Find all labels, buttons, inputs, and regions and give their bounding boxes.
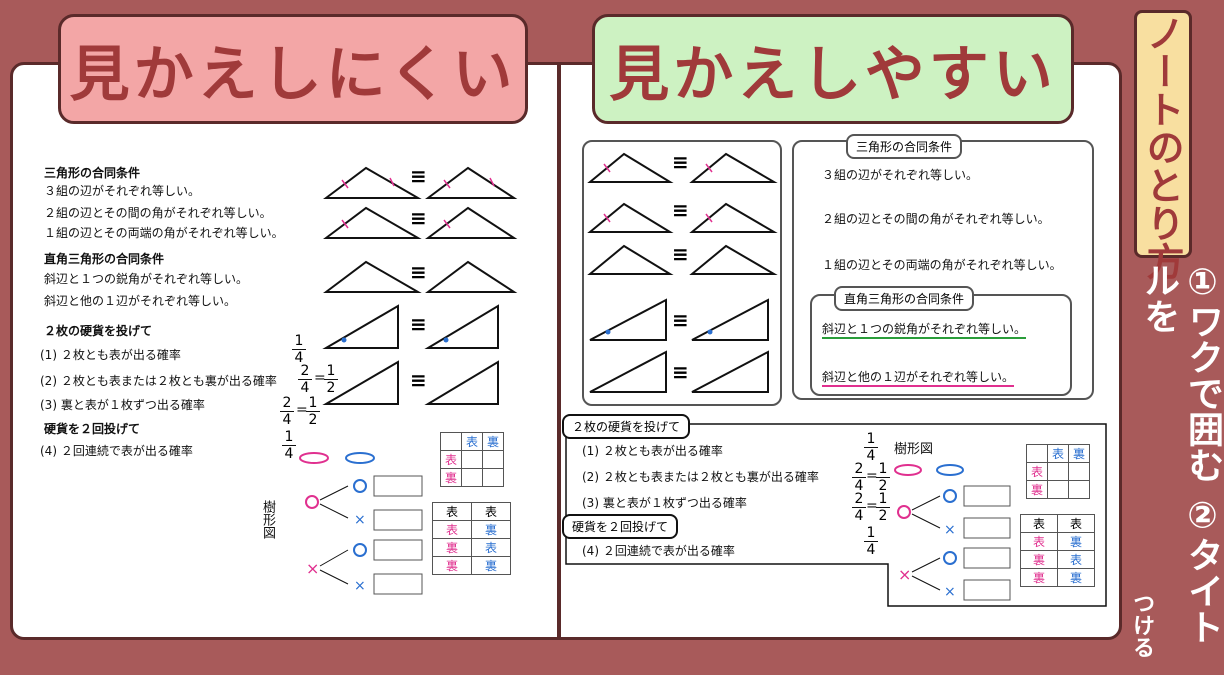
good-example-title: 見かえしやすい [592, 14, 1074, 124]
triangle-pairs-right [587, 152, 778, 393]
coins-item: (1) ２枚とも表が出る確率 [582, 444, 723, 458]
congruent-symbol: ≡ [672, 198, 689, 222]
coins-label: ２枚の硬貨を投げて [562, 414, 691, 439]
congruence-item: ３組の辺がそれぞれ等しい。 [822, 168, 979, 182]
svg-text:×: × [306, 559, 319, 578]
right-congruence-title: 直角三角形の合同条件 [44, 252, 165, 266]
congruence-item: １組の辺とその両端の角がそれぞれ等しい。 [822, 258, 1062, 272]
congruence-label: 三角形の合同条件 [846, 134, 963, 159]
side-tab [1134, 10, 1192, 258]
tree-diagram-left: × × × [299, 452, 423, 595]
congruent-symbol: ≡ [410, 260, 427, 284]
right-congruence-item: 斜辺と１つの鋭角がそれぞれ等しい。 [822, 320, 1027, 339]
svg-text:×: × [944, 522, 956, 538]
right-congruence-item: 斜辺と他の１辺がそれぞれ等しい。 [822, 368, 1015, 387]
congruent-symbol: ≡ [410, 368, 427, 392]
right-congruence-frame [810, 294, 1072, 396]
coin-table-large: 表表 表裏 裏表 裏裏 [1020, 514, 1095, 587]
congruent-symbol: ≡ [410, 312, 427, 336]
coins-title: ２枚の硬貨を投げて [44, 324, 153, 338]
coins-item: (4) ２回連続で表が出る確率 [40, 444, 193, 458]
right-congruence-item: 斜辺と他の１辺がそれぞれ等しい。 [44, 294, 237, 308]
triangle-pairs-left [322, 166, 518, 405]
congruent-symbol: ≡ [672, 150, 689, 174]
right-congruence-label: 直角三角形の合同条件 [834, 286, 975, 311]
right-congruence-item: 斜辺と１つの鋭角がそれぞれ等しい。 [44, 272, 249, 286]
coins-frame [565, 423, 1107, 607]
congruent-symbol: ≡ [410, 164, 427, 188]
side-title: ノートのとり方 [1140, 14, 1184, 280]
congruence-item: １組の辺とその両端の角がそれぞれ等しい。 [44, 226, 284, 240]
coins-label-2: 硬貨を２回投げて [562, 514, 679, 539]
congruent-symbol: ≡ [410, 206, 427, 230]
congruent-symbol: ≡ [672, 308, 689, 332]
coins-item: (4) ２回連続で表が出る確率 [582, 544, 735, 558]
svg-text:×: × [944, 584, 956, 600]
congruence-item: ３組の辺がそれぞれ等しい。 [44, 184, 201, 198]
congruence-item: ２組の辺とその間の角がそれぞれ等しい。 [822, 212, 1050, 226]
svg-text:×: × [898, 565, 911, 584]
side-subtitle: ①ワクで囲む ②タイトルを [1138, 262, 1223, 645]
side-subtitle-end: つける [1129, 592, 1154, 658]
congruent-symbol: ≡ [672, 360, 689, 384]
bad-example-title: 見かえしにくい [58, 14, 528, 124]
coins-item: (2) ２枚とも表または２枚とも裏が出る確率 [582, 470, 819, 484]
svg-text:×: × [354, 512, 366, 528]
svg-text:×: × [354, 578, 366, 594]
coins-item: (2) ２枚とも表または２枚とも裏が出る確率 [40, 374, 277, 388]
tree-label: 樹形図 [260, 500, 275, 539]
coins-item: (3) 裏と表が１枚ずつ出る確率 [40, 398, 205, 412]
coin-table-small: 表裏 表 裏 [440, 432, 504, 487]
congruence-item: ２組の辺とその間の角がそれぞれ等しい。 [44, 206, 272, 220]
coins-item: (1) ２枚とも表が出る確率 [40, 348, 181, 362]
coins-item: (3) 裏と表が１枚ずつ出る確率 [582, 496, 747, 510]
congruence-title: 三角形の合同条件 [44, 166, 141, 180]
coin-table-small: 表裏 表 裏 [1026, 444, 1090, 499]
congruent-symbol: ≡ [672, 242, 689, 266]
tree-diagram-right: × × × [894, 464, 1011, 601]
coin-table-large: 表表 表裏 裏表 裏裏 [432, 502, 511, 575]
coins-title-2: 硬貨を２回投げて [44, 422, 141, 436]
tree-label: 樹形図 [894, 442, 934, 457]
